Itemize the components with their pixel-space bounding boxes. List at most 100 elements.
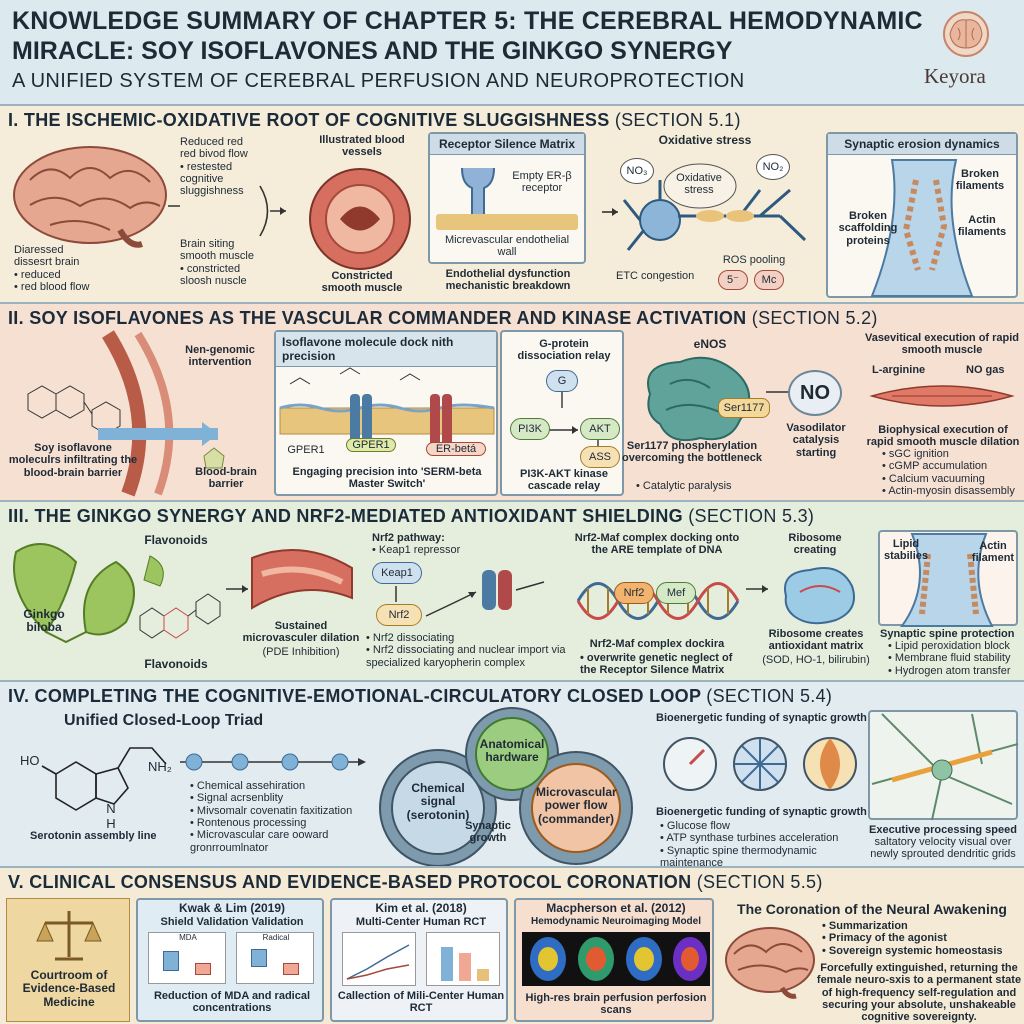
- chain-bullets: Chemical assehirationSignal acrsenblityM…: [190, 780, 376, 854]
- receptor-matrix-title: Receptor Silence Matrix: [430, 134, 584, 155]
- arrow-to-ribosome: [746, 585, 768, 593]
- kwak-subtitle: Shield Validation Validation: [160, 916, 304, 928]
- membrane-receptors-icon: [279, 367, 495, 446]
- endothelial-wall: [436, 214, 578, 230]
- blood-vessel-icon: [309, 168, 411, 270]
- actin-label: Actin filament: [971, 540, 1015, 565]
- gear-microvascular-label: Microvascular power flow (commander): [536, 785, 617, 826]
- isoflavone-dock-panel: Isoflavone molecule dock nith precision …: [274, 330, 498, 496]
- spine-panel: Lipid stabilies Actin filament: [878, 530, 1018, 627]
- nrf2-bullets: Nrf2 dissociatingNrf2 dissociating and n…: [366, 632, 574, 669]
- courtroom-label: Courtroom of Evidence-Based Medicine: [22, 968, 116, 1009]
- vessel-top-label: Illustrated blood vessels: [319, 134, 405, 159]
- broken-filaments-label: Broken filaments: [955, 168, 1005, 193]
- macpherson-title: Macpherson et al. (2012): [546, 901, 686, 915]
- soy-caption: Soy isoflavone moleculrs infiltrating th…: [8, 442, 138, 479]
- vasodilator-label: Vasodilator catalysis starting: [786, 422, 846, 459]
- nrf2-arrows: [395, 570, 545, 617]
- endothelial-wall-label: Micrevascular endothelial wall: [444, 234, 570, 259]
- gper1-label-a: GPER1: [287, 444, 325, 456]
- kim-panel: Kim et al. (2018) Multi-Center Human RCT…: [330, 898, 508, 1022]
- triad-label: Unified Closed-Loop Triad: [64, 712, 264, 729]
- section-5-title: V. CLINICAL CONSENSUS AND EVIDENCE-BASED…: [8, 872, 823, 892]
- serotonin-caption: Serotonin assembly line: [30, 830, 157, 842]
- brain-icon: [13, 146, 167, 248]
- broken-scaffolding-label: Broken scaffolding proteins: [838, 210, 898, 247]
- ribosome-icon: [784, 567, 855, 625]
- matrix-caption: Endothelial dysfunction mechanistic brea…: [445, 268, 571, 293]
- g-protein-caption: PI3K-AKT kinase cascade relay: [519, 468, 609, 493]
- kim-bar-plot: [426, 932, 500, 986]
- coronation-title: The Coronation of the Neural Awakening: [737, 901, 1007, 917]
- macpherson-subtitle: Hemodynamic Neuroimaging Model: [530, 916, 702, 927]
- turbine-icons: [663, 737, 857, 791]
- actin-filaments-label: Actin filaments: [957, 214, 1007, 239]
- flavonoids-bottom-label: Flavonoids: [144, 657, 208, 671]
- flavonoids-top-label: Flavonoids: [144, 533, 208, 547]
- kim-subtitle: Multi-Center Human RCT: [355, 916, 487, 928]
- ros-badge-b: Mc: [754, 270, 784, 290]
- synaptic-growth-label: Synaptic growth: [465, 820, 511, 845]
- isoflavone-dock-title: Isoflavone molecule dock nith precision: [276, 332, 496, 367]
- ribosome-caption: Ribosome creates antioxidant matrix: [768, 628, 864, 653]
- courtroom-panel: Courtroom of Evidence-Based Medicine: [6, 898, 130, 1022]
- pde-label: (PDE Inhibition): [262, 646, 340, 658]
- ass-node: ASS: [580, 446, 620, 468]
- assembly-chain-icon: [180, 753, 366, 771]
- synaptic-erosion-title: Synaptic erosion dynamics: [828, 134, 1016, 155]
- bio-bullets-s4: Glucose flowATP synthase turbines accele…: [660, 820, 860, 869]
- ginkgo-leaf-icon: [13, 543, 135, 644]
- section-1-title: I. THE ISCHEMIC-OXIDATIVE ROOT OF COGNIT…: [8, 110, 741, 130]
- brand-name: Keyora: [924, 64, 986, 88]
- nrf2-sub: Keap1 repressor: [372, 544, 460, 556]
- smooth-muscle-icon: [869, 385, 1015, 407]
- receptor-label: Empty ER-β receptor: [512, 170, 572, 195]
- nogas-label: NO gas: [966, 364, 1005, 376]
- gear-anatomical-label: Anatomical hardware: [479, 737, 545, 765]
- section-5: V. CLINICAL CONSENSUS AND EVIDENCE-BASED…: [0, 866, 1024, 1024]
- no3-badge: NO₃: [620, 158, 654, 184]
- page-title-line1: KNOWLEDGE SUMMARY OF CHAPTER 5: THE CERE…: [12, 7, 923, 35]
- page-subtitle: A UNIFIED SYSTEM OF CEREBRAL PERFUSION A…: [12, 70, 745, 92]
- soy-molecule-barrier-icon: [27, 330, 225, 497]
- kim-bar-c: [477, 969, 489, 981]
- section-2: II. SOY ISOFLAVONES AS THE VASCULAR COMM…: [0, 302, 1024, 500]
- receptor-matrix-panel: Receptor Silence Matrix Empty ER-β recep…: [428, 132, 586, 264]
- nh2-label: NH₂: [148, 759, 172, 774]
- g-protein-title: G-protein dissociation relay: [517, 338, 611, 363]
- kwak-panel: Kwak & Lim (2019) Shield Validation Vali…: [136, 898, 324, 1022]
- maf-nrf2-node: Nrf2: [614, 582, 654, 604]
- brain-scan-strip: [522, 932, 710, 986]
- kwak-radical-title: Radical: [262, 933, 290, 942]
- gears-icon: [379, 707, 633, 867]
- etc-label: ETC congestion: [616, 270, 695, 282]
- section-2-title: II. SOY ISOFLAVONES AS THE VASCULAR COMM…: [8, 308, 878, 328]
- kwak-radical-box-a: [251, 949, 267, 967]
- section-4: IV. COMPLETING THE COGNITIVE-EMOTIONAL-C…: [0, 680, 1024, 869]
- flow-arrows-icon: [168, 185, 286, 237]
- arrow-to-vessel: [226, 585, 248, 593]
- dendrite-panel: [868, 710, 1019, 821]
- dilated-vessel-icon: [251, 549, 353, 610]
- scales-of-justice-icon: [36, 911, 102, 961]
- spine-bullets: Lipid peroxidation blockMembrane fluid s…: [888, 640, 1022, 677]
- ser1177-badge: Ser1177: [718, 398, 770, 418]
- serotonin-structure-icon: [41, 747, 167, 811]
- g-node: G: [546, 370, 578, 392]
- macpherson-caption: High-res brain perfusion perfosion scans: [525, 992, 707, 1017]
- neuron-oxidative-icon: [602, 163, 807, 251]
- dilation-label: Sustained microvasculer dilation: [242, 620, 360, 645]
- keap1-node: Keap1: [372, 562, 422, 584]
- lipid-label: Lipid stabilies: [883, 538, 929, 563]
- kim-line-icon: [346, 944, 410, 980]
- section-3: III. THE GINKGO SYNERGY AND NRF2-MEDIATE…: [0, 500, 1024, 680]
- flavonoid-molecule-icon: [139, 555, 221, 639]
- nrf2-title: Nrf2 pathway:: [372, 532, 445, 544]
- kwak-radical-box-b: [283, 963, 299, 975]
- maf-caption: Nrf2-Maf complex dockira: [589, 638, 725, 650]
- akt-node: AKT: [580, 418, 620, 440]
- pi3k-node: PI3K: [510, 418, 550, 440]
- bio-title: Biophysical execution of rapid smooth mu…: [866, 424, 1020, 449]
